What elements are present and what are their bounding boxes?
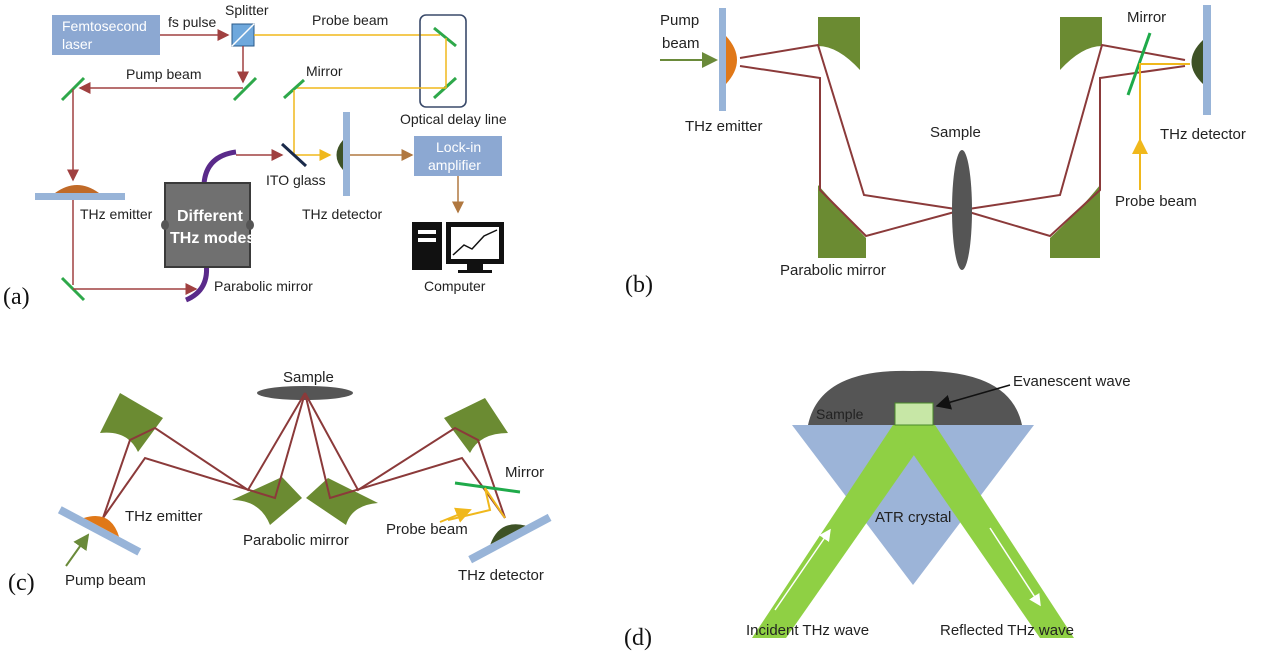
thz-emitter-plate-c <box>57 506 142 556</box>
femtosecond-laser-label: Femtosecond <box>62 18 147 34</box>
mirror-label-a: Mirror <box>306 63 343 79</box>
thz-emitter-plate-a <box>35 193 125 200</box>
parabolic-mirror-c-3 <box>306 478 378 525</box>
pump-label-b: Pump <box>660 12 699 29</box>
splitter-label: Splitter <box>225 2 269 18</box>
reflected-arrow <box>989 527 1041 607</box>
computer-icon <box>412 222 504 273</box>
thz-path-b-bottom-right <box>961 65 1186 238</box>
thz-detector-a <box>336 140 343 170</box>
parabolic-mirror-top-a <box>201 149 237 185</box>
evanescent-wave <box>894 402 934 426</box>
thz-detector-c <box>490 524 526 545</box>
ito-glass-label: ITO glass <box>266 172 326 188</box>
thz-detector-b <box>1191 40 1203 84</box>
reflected-thz-beam <box>893 425 1074 638</box>
mirror-c <box>454 481 521 494</box>
parabolic-mirror-label-b: Parabolic mirror <box>780 262 886 279</box>
optical-delay-line-label: Optical delay line <box>400 111 507 127</box>
thz-detector-label-b: THz detector <box>1160 126 1246 143</box>
optical-delay-line-box <box>419 14 467 108</box>
sample-label-c: Sample <box>283 369 334 386</box>
parabolic-mirror-b-1 <box>818 17 860 70</box>
atr-crystal-label: ATR crystal <box>875 509 951 526</box>
lock-in-amplifier-box <box>414 136 502 176</box>
pump-mirror-right <box>232 76 258 102</box>
thz-detector-label-c: THz detector <box>458 567 544 584</box>
panel-label-a: (a) <box>3 284 30 310</box>
incident-thz-beam <box>752 425 935 638</box>
sample-b <box>952 150 972 270</box>
beam-label-b: beam <box>662 35 700 52</box>
panel-d: Sample ATR crystal Evanescent wave Incid… <box>624 370 1131 651</box>
parabolic-mirror-b-3 <box>1060 17 1102 70</box>
thz-emitter-c <box>83 516 120 537</box>
parabolic-mirror-b-2 <box>818 185 866 258</box>
different-label: Different <box>177 208 243 225</box>
atr-crystal <box>792 425 1034 585</box>
parabolic-mirror-b-4 <box>1050 185 1100 258</box>
femtosecond-laser-label-2: laser <box>62 36 93 52</box>
thz-emitter-plate-b <box>719 8 726 111</box>
thz-emitter-b <box>726 36 737 84</box>
pump-arrow-c <box>65 533 90 567</box>
thz-path-c-2 <box>102 392 306 519</box>
thz-path-c-3 <box>304 392 506 519</box>
panel-b: Pump beam THz emitter Sample Mirror THz … <box>625 5 1246 298</box>
evanescent-wave-label: Evanescent wave <box>1013 373 1131 390</box>
different-thz-modes-box <box>164 182 251 268</box>
parabolic-mirror-c-2 <box>232 477 302 525</box>
thz-detector-label-a: THz detector <box>302 206 382 222</box>
parabolic-mirror-c-1 <box>100 393 163 452</box>
mirror-label-b: Mirror <box>1127 9 1166 26</box>
mirror-a <box>282 78 306 100</box>
incident-wave-label: Incident THz wave <box>746 622 869 639</box>
computer-label: Computer <box>424 278 486 294</box>
panel-label-c: (c) <box>8 570 35 596</box>
delay-mirror-top <box>433 26 457 48</box>
thz-emitter-a <box>55 185 99 193</box>
thz-path-b-bottom-left <box>739 65 963 238</box>
fs-pulse-label: fs pulse <box>168 14 216 30</box>
probe-beam-label-c: Probe beam <box>386 521 468 538</box>
incident-arrow <box>774 528 831 611</box>
thz-detector-plate-b <box>1203 5 1211 115</box>
panel-label-d: (d) <box>624 625 652 651</box>
thz-emitter-label-a: THz emitter <box>80 206 153 222</box>
ito-glass <box>280 142 308 168</box>
modes-right-knob <box>246 220 254 230</box>
thz-emitter-label-c: THz emitter <box>125 508 203 525</box>
panel-c: Sample THz emitter Pump beam THz detecto… <box>8 369 552 596</box>
lock-in-label: Lock-in <box>436 139 481 155</box>
amplifier-label: amplifier <box>428 157 481 173</box>
pump-beam-label-a: Pump beam <box>126 66 201 82</box>
probe-beam-label-a: Probe beam <box>312 12 388 28</box>
parabolic-mirror-label-c: Parabolic mirror <box>243 532 349 549</box>
parabolic-mirror-c-4 <box>444 398 508 453</box>
thz-path-b-top-left <box>739 43 963 211</box>
sample-label-d: Sample <box>816 406 864 422</box>
thz-detector-plate-c <box>468 513 552 564</box>
thz-detector-plate-a <box>343 112 350 196</box>
thz-modes-label: THz modes <box>170 230 255 247</box>
thz-emitter-label-b: THz emitter <box>685 118 763 135</box>
panel-label-b: (b) <box>625 272 653 298</box>
thz-path-c-1 <box>102 392 306 519</box>
modes-left-knob <box>161 220 169 230</box>
mirror-label-c: Mirror <box>505 464 544 481</box>
sample-d <box>808 370 1022 425</box>
probe-arrow-c <box>439 507 472 523</box>
thz-detector-c-group <box>468 513 552 564</box>
panel-a: Femtosecond laser fs pulse Splitter Prob… <box>3 2 507 310</box>
splitter-diagonal <box>231 23 255 47</box>
evanescent-arrow <box>935 384 1011 410</box>
femtosecond-laser-box <box>52 15 160 55</box>
pump-beam-label-c: Pump beam <box>65 572 146 589</box>
parabolic-mirror-label-a: Parabolic mirror <box>214 278 313 294</box>
reflected-wave-label: Reflected THz wave <box>940 622 1074 639</box>
thz-emitter-c-group <box>57 506 142 556</box>
sample-label-b: Sample <box>930 124 981 141</box>
probe-beam-label-b: Probe beam <box>1115 193 1197 210</box>
